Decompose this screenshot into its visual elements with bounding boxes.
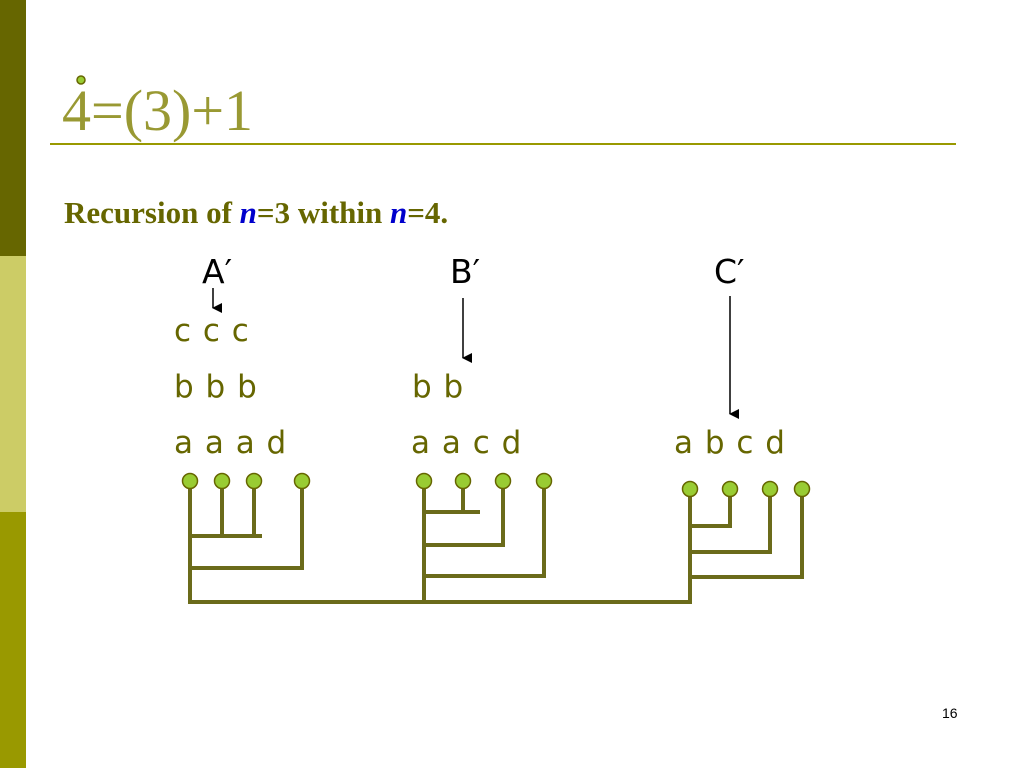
leaf-node-a2	[213, 472, 231, 490]
subtitle-variable-2: n	[390, 195, 408, 230]
sidebar-band-bottom	[0, 512, 26, 768]
group-a-tree	[188, 479, 304, 604]
subtitle-text-2: =3 within	[256, 195, 390, 230]
leaf-node-b4	[535, 472, 553, 490]
slide-title: 4=(3)+1	[62, 78, 254, 143]
group-a-row-a: a a a d	[174, 425, 288, 461]
group-label-b-prime: B′	[450, 252, 481, 291]
group-a-row-b: b b b	[174, 369, 258, 405]
leaf-node-c4	[793, 480, 811, 498]
group-b-tree	[422, 479, 546, 604]
page-number: 16	[942, 705, 958, 721]
group-a-row-c: c c c	[174, 313, 250, 349]
subtitle-variable-1: n	[239, 195, 257, 230]
slide-subtitle: Recursion of n=3 within n=4.	[64, 194, 448, 232]
leaf-node-a4	[293, 472, 311, 490]
leaf-node-b1	[415, 472, 433, 490]
leaf-node-a3	[245, 472, 263, 490]
group-b-row-b: b b	[412, 369, 465, 405]
title-bullet-icon	[76, 75, 86, 85]
group-c-row-a: a b c d	[674, 425, 786, 461]
leaf-node-b2	[454, 472, 472, 490]
group-label-c-prime: C′	[714, 252, 745, 291]
sidebar-band-middle	[0, 256, 26, 512]
group-c-tree	[688, 487, 804, 604]
subtitle-text-1: Recursion of	[64, 195, 240, 230]
leaf-node-c3	[761, 480, 779, 498]
leaf-node-b3	[494, 472, 512, 490]
group-label-a-prime: A′	[202, 252, 233, 291]
group-b-row-a: a a c d	[411, 425, 523, 461]
leaf-node-c2	[721, 480, 739, 498]
leaf-node-a1	[181, 472, 199, 490]
subtitle-text-3: =4.	[407, 195, 449, 230]
leaf-node-c1	[681, 480, 699, 498]
title-divider	[50, 143, 956, 145]
sidebar-band-top	[0, 0, 26, 256]
